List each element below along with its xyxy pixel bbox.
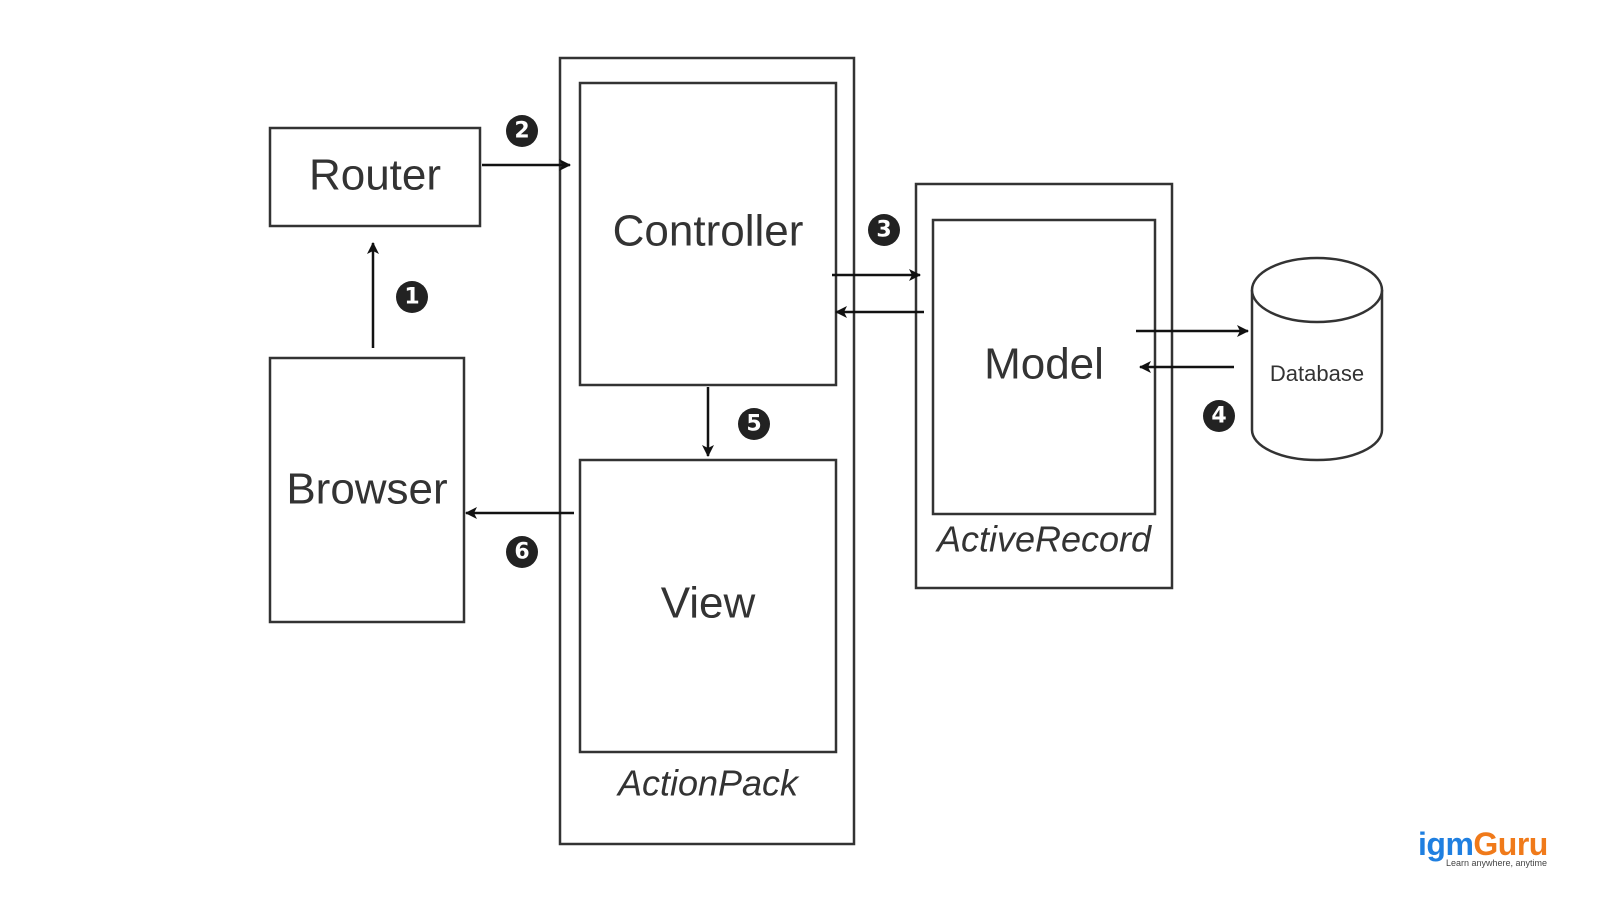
actionpack-label: ActionPack xyxy=(616,763,800,804)
view-node: View xyxy=(578,458,838,754)
svg-text:5: 5 xyxy=(746,412,761,437)
activerecord-label: ActiveRecord xyxy=(935,519,1152,560)
controller-node: Controller xyxy=(578,81,838,387)
step-badge-3: 3 xyxy=(868,214,900,246)
svg-text:4: 4 xyxy=(1211,404,1226,429)
router-node: Router xyxy=(268,126,482,228)
svg-text:2: 2 xyxy=(514,119,529,144)
view-label: View xyxy=(661,579,756,628)
browser-node: Browser xyxy=(268,356,466,624)
igmguru-logo: igmGuru Learn anywhere, anytime xyxy=(1418,828,1558,868)
browser-label: Browser xyxy=(286,465,447,514)
controller-label: Controller xyxy=(613,207,804,256)
logo-part-guru: Guru xyxy=(1473,826,1548,862)
svg-text:3: 3 xyxy=(876,218,891,243)
logo-part-igm: igm xyxy=(1418,826,1474,862)
step-badge-5: 5 xyxy=(738,408,770,440)
step-badge-6: 6 xyxy=(506,536,538,568)
router-label: Router xyxy=(309,151,441,200)
model-label: Model xyxy=(984,340,1104,389)
model-node: Model xyxy=(931,218,1157,516)
step-badge-4: 4 xyxy=(1203,400,1235,432)
step-badge-1: 1 xyxy=(396,281,428,313)
svg-text:6: 6 xyxy=(514,540,529,565)
logo-tagline: Learn anywhere, anytime xyxy=(1446,858,1548,868)
database-node: Database xyxy=(1250,256,1384,462)
step-badge-2: 2 xyxy=(506,115,538,147)
database-label: Database xyxy=(1270,361,1364,386)
svg-text:1: 1 xyxy=(404,285,419,310)
logo-wordmark: igmGuru xyxy=(1418,828,1558,860)
